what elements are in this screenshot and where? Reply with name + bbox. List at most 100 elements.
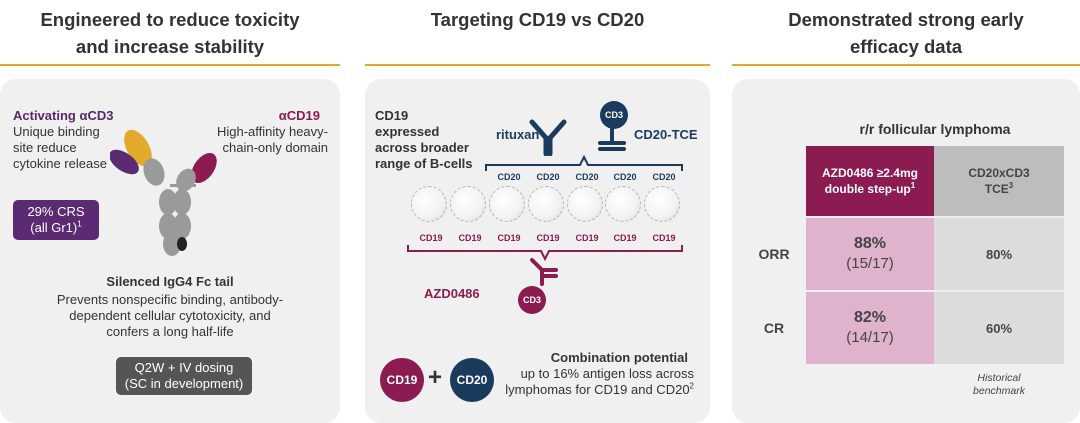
desc-line: cytokine release — [13, 156, 107, 171]
b-cell-icon — [489, 186, 525, 222]
cd20-badge: CD20 — [450, 358, 494, 402]
desc-line: up to 16% antigen loss across — [520, 366, 694, 381]
cd19-label: CD19 — [613, 233, 637, 243]
divider — [0, 64, 340, 66]
cd20-label: CD20 — [652, 172, 676, 182]
desc-line: confers a long half-life — [106, 324, 234, 339]
historical-benchmark-note: Historical benchmark — [934, 372, 1064, 398]
footnote-ref: 1 — [77, 219, 82, 229]
column-title-toxicity: Engineered to reduce toxicity and increa… — [0, 6, 340, 60]
b-cell-icon — [411, 186, 447, 222]
cell-tce-orr: 80% — [934, 218, 1064, 290]
column-title-targeting: Targeting CD19 vs CD20 — [365, 6, 710, 33]
cell-value: 82% — [853, 309, 887, 326]
cell-count: (14/17) — [846, 329, 894, 346]
desc-line: Unique binding — [13, 124, 100, 139]
cd19-label: CD19 — [419, 233, 443, 243]
cd20-bracket — [485, 155, 683, 171]
footnote-ref: 2 — [689, 381, 694, 391]
desc-line: across broader — [375, 140, 469, 155]
desc-text: lymphomas for CD19 and CD20 — [505, 382, 690, 397]
b-cell-icon — [450, 186, 486, 222]
desc-line: chain-only domain — [222, 140, 328, 155]
note-line: benchmark — [973, 385, 1025, 397]
fc-title: Silenced IgG4 Fc tail — [106, 274, 234, 289]
desc-line: site reduce — [13, 140, 77, 155]
desc-line: dependent cellular cytotoxicity, and — [69, 308, 271, 323]
title-line: and increase stability — [75, 36, 265, 57]
header-azd0486: AZD0486 ≥2.4mg double step-up1 — [806, 146, 934, 216]
cd19-badge: CD19 — [380, 358, 424, 402]
crs-text: (all Gr1) — [30, 220, 78, 235]
cd20-tce-label: CD20-TCE — [634, 127, 698, 142]
header-line: TCE3 — [968, 181, 1029, 197]
column-title-efficacy: Demonstrated strong early efficacy data — [732, 6, 1080, 60]
cd20-label: CD20 — [497, 172, 521, 182]
row-label-cr: CR — [763, 320, 785, 336]
title-line: Demonstrated strong early — [788, 9, 1024, 30]
footnote-ref: 1 — [910, 181, 916, 190]
cell-count: (15/17) — [846, 255, 894, 272]
header-cd20xcd3-tce: CD20xCD3 TCE3 — [934, 146, 1064, 216]
cd19-label: CD19 — [536, 233, 560, 243]
crs-badge: 29% CRS (all Gr1)1 — [13, 200, 99, 240]
row-label-orr: ORR — [758, 246, 790, 262]
title-line: efficacy data — [849, 36, 963, 57]
desc-line: expressed — [375, 124, 440, 139]
title-line: Engineered to reduce toxicity — [40, 9, 300, 30]
b-cell-icon — [567, 186, 603, 222]
cd20-label: CD20 — [536, 172, 560, 182]
cell-tce-cr: 60% — [934, 292, 1064, 364]
title-line: Targeting CD19 vs CD20 — [430, 9, 645, 30]
cell-value: 88% — [853, 235, 887, 252]
azd0486-antibody-icon — [530, 258, 558, 286]
desc-line: lymphomas for CD19 and CD202 — [505, 382, 694, 398]
cd19-bracket — [407, 245, 683, 261]
dosing-line: Q2W + IV dosing — [134, 360, 234, 375]
cd19-expression-text: CD19 expressed across broader range of B… — [375, 108, 473, 172]
note-line: Historical — [977, 372, 1021, 384]
cd20-label: CD20 — [575, 172, 599, 182]
acd3-title: Activating αCD3 — [13, 108, 114, 123]
plus-sign: + — [428, 364, 443, 391]
dosing-line: (SC in development) — [124, 376, 244, 391]
footnote-ref: 3 — [1008, 181, 1014, 190]
cd3-bottom-badge: CD3 — [518, 286, 546, 314]
fc-description: Prevents nonspecific binding, antibody- … — [0, 292, 340, 340]
cell-azd-orr: 88% (15/17) — [806, 218, 934, 290]
header-text: double step-up — [824, 182, 911, 196]
cd19-label: CD19 — [497, 233, 521, 243]
b-cell-icon — [528, 186, 564, 222]
acd3-description: Unique binding site reduce cytokine rele… — [13, 124, 107, 172]
desc-line: CD19 — [375, 108, 409, 123]
crs-line: (all Gr1)1 — [13, 220, 99, 236]
combo-description: up to 16% antigen loss across lymphomas … — [505, 366, 694, 398]
cd19-label: CD19 — [652, 233, 676, 243]
antibody-icon — [110, 129, 217, 256]
acd19-title: αCD19 — [278, 108, 320, 123]
crs-line: 29% CRS — [27, 204, 85, 219]
b-cell-icon — [644, 186, 680, 222]
rituxan-antibody-icon — [529, 119, 567, 156]
header-line: CD20xCD3 — [968, 166, 1030, 180]
header-text: TCE — [984, 182, 1009, 196]
cell-azd-cr: 82% (14/17) — [806, 292, 934, 364]
desc-line: range of B-cells — [375, 156, 473, 171]
divider — [732, 64, 1080, 66]
header-line: AZD0486 ≥2.4mg — [822, 166, 918, 180]
cd19-label: CD19 — [575, 233, 599, 243]
acd19-description: High-affinity heavy- chain-only domain — [217, 124, 328, 156]
combo-title: Combination potential — [550, 350, 688, 365]
cd20-label: CD20 — [613, 172, 637, 182]
cd20-tce-antibody-icon — [598, 127, 626, 151]
dosing-badge: Q2W + IV dosing (SC in development) — [116, 357, 252, 395]
desc-line: Prevents nonspecific binding, antibody- — [56, 292, 284, 307]
table-title: r/r follicular lymphoma — [859, 121, 1011, 137]
desc-line: High-affinity heavy- — [216, 124, 328, 139]
azd0486-label: AZD0486 — [424, 286, 480, 301]
divider — [365, 64, 710, 66]
cd19-label: CD19 — [458, 233, 482, 243]
b-cell-icon — [605, 186, 641, 222]
header-line: double step-up1 — [822, 181, 918, 197]
rituxan-label: rituxan — [496, 127, 540, 142]
